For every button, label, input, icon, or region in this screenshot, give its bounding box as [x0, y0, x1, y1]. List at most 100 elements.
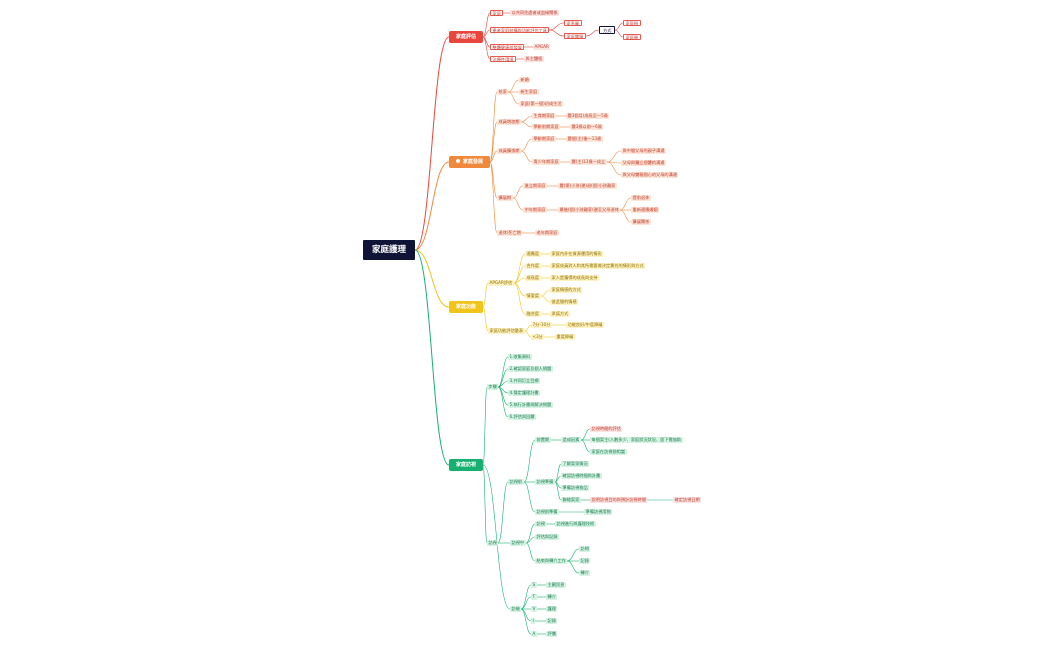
topic-development-c1[interactable]: 核家 — [497, 89, 509, 95]
topic-visit-s2a2dv2[interactable]: 確定訪視日期 — [673, 497, 702, 503]
topic-visit-s3a[interactable]: S — [531, 582, 537, 588]
topic-visit-s2a2d[interactable]: 聯絡案家 — [561, 497, 581, 503]
topic-visit-s2a3v[interactable]: 準備訪視用物 — [584, 509, 613, 515]
topic-visit-s3dv[interactable]: 記錄 — [546, 618, 558, 624]
branch-topic-func[interactable]: 家庭功能 — [449, 301, 484, 313]
topic-visit-s3b[interactable]: T — [531, 594, 537, 600]
topic-visit-s3d[interactable]: I — [531, 618, 536, 624]
topic-function-f1bv[interactable]: 家庭成員對人和其所需要做決定責任的情形與方式 — [550, 263, 646, 269]
topic-development-c4b[interactable]: 中年期家庭 — [523, 207, 547, 213]
topic-visit-s2b1v[interactable]: 訪視進行與護理技術 — [555, 521, 596, 527]
topic-function-f1d[interactable]: 情愛度 — [525, 293, 541, 299]
topic-function-f2bv[interactable]: 重度障礙 — [555, 334, 575, 340]
topic-function-f1a[interactable]: 適應度 — [525, 251, 541, 257]
topic-assessment-a1[interactable]: 家庭 — [490, 10, 504, 16]
topic-visit-s3c[interactable]: V — [531, 606, 537, 612]
topic-development-c3b3[interactable]: 與父母雙親間心的父母的溝通 — [621, 172, 679, 178]
topic-development-c2a[interactable]: 生育期家庭 — [532, 113, 556, 119]
topic-assessment-a4v[interactable]: 與主體經 — [524, 56, 544, 62]
topic-visit-s2b3b[interactable]: 記錄 — [579, 558, 591, 564]
topic-development-c3b1[interactable]: 與中間父母的親子溝通 — [621, 148, 666, 154]
topic-function-f2av[interactable]: 功能良好/中度障礙 — [566, 322, 604, 328]
topic-development-c5v[interactable]: 老年期家庭 — [535, 230, 559, 236]
topic-development-c2b[interactable]: 學齡前期家庭 — [532, 124, 561, 130]
branch-topic-visit[interactable]: 家庭訪視 — [449, 459, 484, 471]
topic-assessment-a2m2[interactable]: 家庭圈 — [623, 34, 641, 40]
topic-development-c4b2[interactable]: 重新適應婚姻 — [631, 207, 660, 213]
topic-visit-s2b3a[interactable]: 訪問 — [579, 546, 591, 552]
topic-function-f1[interactable]: APGAR評估 — [488, 280, 514, 286]
topic-development-c3av[interactable]: 嬰個(主)後一13歲 — [566, 136, 603, 142]
topic-function-f2[interactable]: 家庭功能評估量表 — [488, 328, 525, 334]
topic-visit-s2a3[interactable]: 訪視前準備 — [535, 509, 559, 515]
topic-development-c2[interactable]: 成員增加期 — [497, 119, 521, 125]
topic-function-f1d2[interactable]: 彼此間的情感 — [550, 299, 579, 305]
topic-development-c1c[interactable]: 家庭(第一個)初成生活 — [519, 101, 563, 107]
topic-assessment-a2[interactable]: 患者家庭結構與功能評估工具 — [490, 27, 550, 33]
topic-visit-s1f[interactable]: 6.評估與回饋 — [508, 414, 536, 420]
topic-development-c4b1[interactable]: 提前退休 — [631, 195, 651, 201]
topic-visit-s2a1x1[interactable]: 訪視時間的評估 — [590, 426, 623, 432]
topic-visit-s2a[interactable]: 訪視前 — [508, 479, 524, 485]
topic-visit-s2a1x3[interactable]: 家庭在訪視前相當 — [590, 449, 627, 455]
topic-visit-s2a1[interactable]: 前置期 — [535, 437, 551, 443]
topic-visit-s2b1[interactable]: 訪視 — [535, 521, 547, 527]
topic-visit-s2a2dv[interactable]: 說明訪視目的與預計訪視時間 — [590, 497, 648, 503]
topic-assessment-a2m[interactable]: 方式 — [599, 26, 616, 34]
topic-function-f1d1[interactable]: 家庭情感的方式 — [550, 287, 583, 293]
topic-visit-s2[interactable]: 訪視 — [487, 540, 499, 546]
topic-function-f1c[interactable]: 成長度 — [525, 275, 541, 281]
topic-assessment-a1v[interactable]: 以共同住處者或血緣關係 — [510, 10, 560, 16]
topic-development-c4bv[interactable]: 最後(個)小孩離家(邊至父母退休 — [558, 207, 621, 213]
topic-function-f2b[interactable]: <3分 — [531, 334, 545, 340]
topic-visit-s3e[interactable]: A — [531, 631, 537, 637]
topic-development-c3[interactable]: 成員擴張期 — [497, 148, 521, 154]
branch-topic-dev[interactable]: 家庭發展 — [449, 156, 491, 168]
topic-visit-s1c[interactable]: 3.共同訂立目標 — [508, 378, 541, 384]
topic-visit-s3[interactable]: 訪後 — [510, 606, 522, 612]
topic-visit-s3cv[interactable]: 護理 — [546, 606, 558, 612]
topic-development-c4av[interactable]: 嬰(第)小孩(邊)退(個)小孩離家 — [558, 183, 617, 189]
topic-visit-s2a1x2[interactable]: 每個案主(人數多少、家庭狀況狀況、居下需協助 — [590, 437, 683, 443]
topic-development-c1b[interactable]: 新生家庭 — [519, 89, 539, 95]
topic-development-c5[interactable]: 退休/死亡期 — [497, 230, 523, 236]
topic-development-c4a[interactable]: 進立期家庭 — [523, 183, 547, 189]
topic-function-f1av[interactable]: 家庭內外在資源運用的情形 — [550, 251, 604, 257]
topic-assessment-a4[interactable]: 治療性環境 — [490, 56, 516, 62]
topic-visit-s3bv[interactable]: 轉介 — [546, 594, 558, 600]
topic-visit-s2a2c[interactable]: 準備訪視物品 — [561, 485, 590, 491]
topic-assessment-a2c1[interactable]: 家系圖 — [564, 20, 582, 26]
topic-visit-s2a2a[interactable]: 了解案家情況 — [561, 461, 590, 467]
topic-assessment-a3v[interactable]: APGAR — [533, 44, 551, 50]
topic-visit-s2a2[interactable]: 訪視準備 — [535, 479, 555, 485]
topic-visit-s2b3[interactable]: 結束與轉介工作 — [535, 558, 568, 564]
topic-visit-s1[interactable]: 步驟 — [487, 384, 499, 390]
topic-function-f1b[interactable]: 合作度 — [525, 263, 541, 269]
topic-function-f1cv[interactable]: 家人是獲得的成長與支持 — [550, 275, 600, 281]
topic-development-c3b2[interactable]: 父母與獨立個體的溝通 — [621, 160, 666, 166]
root-topic[interactable]: 家庭護理 — [363, 240, 416, 260]
topic-visit-s1a[interactable]: 1.收集資料 — [508, 354, 532, 360]
topic-development-c4[interactable]: 擴展期 — [497, 195, 513, 201]
topic-function-f2a[interactable]: 7分-10分 — [531, 322, 552, 328]
topic-assessment-a3[interactable]: 整體健康與發展 — [490, 44, 525, 50]
topic-visit-s1e[interactable]: 5.執行計畫與解決問題 — [508, 402, 553, 408]
topic-development-c1a[interactable]: 新婚 — [519, 77, 531, 83]
topic-development-c2bv[interactable]: 嬰3歲以前一6歲 — [570, 124, 604, 130]
topic-function-f1ev[interactable]: 承諾方式 — [550, 311, 570, 317]
topic-visit-s1d[interactable]: 4.擬定護理計畫 — [508, 390, 541, 396]
topic-assessment-a2c2[interactable]: 家庭關懷 — [564, 33, 586, 39]
branch-topic-assess[interactable]: 家庭評估 — [449, 31, 484, 43]
topic-function-f1e[interactable]: 融合度 — [525, 311, 541, 317]
topic-visit-s2b[interactable]: 訪視中 — [510, 540, 526, 546]
topic-development-c3a[interactable]: 學齡期家庭 — [532, 136, 556, 142]
topic-development-c4b3[interactable]: 擴展關係 — [631, 219, 651, 225]
topic-development-c3bv[interactable]: 嬰(主)13歲一成立 — [570, 159, 607, 165]
topic-visit-s3ev[interactable]: 評價 — [546, 631, 558, 637]
topic-visit-s2b3c[interactable]: 轉介 — [579, 570, 591, 576]
topic-visit-s2a1x[interactable]: 造成因素 — [561, 437, 581, 443]
topic-visit-s1b[interactable]: 2.確認家庭及個人問題 — [508, 366, 553, 372]
topic-visit-s3av[interactable]: 主觀訊息 — [546, 582, 566, 588]
topic-development-c2av[interactable]: 嬰3個月(成長至一5歲 — [566, 113, 610, 119]
topic-development-c3b[interactable]: 青少年期家庭 — [532, 159, 561, 165]
